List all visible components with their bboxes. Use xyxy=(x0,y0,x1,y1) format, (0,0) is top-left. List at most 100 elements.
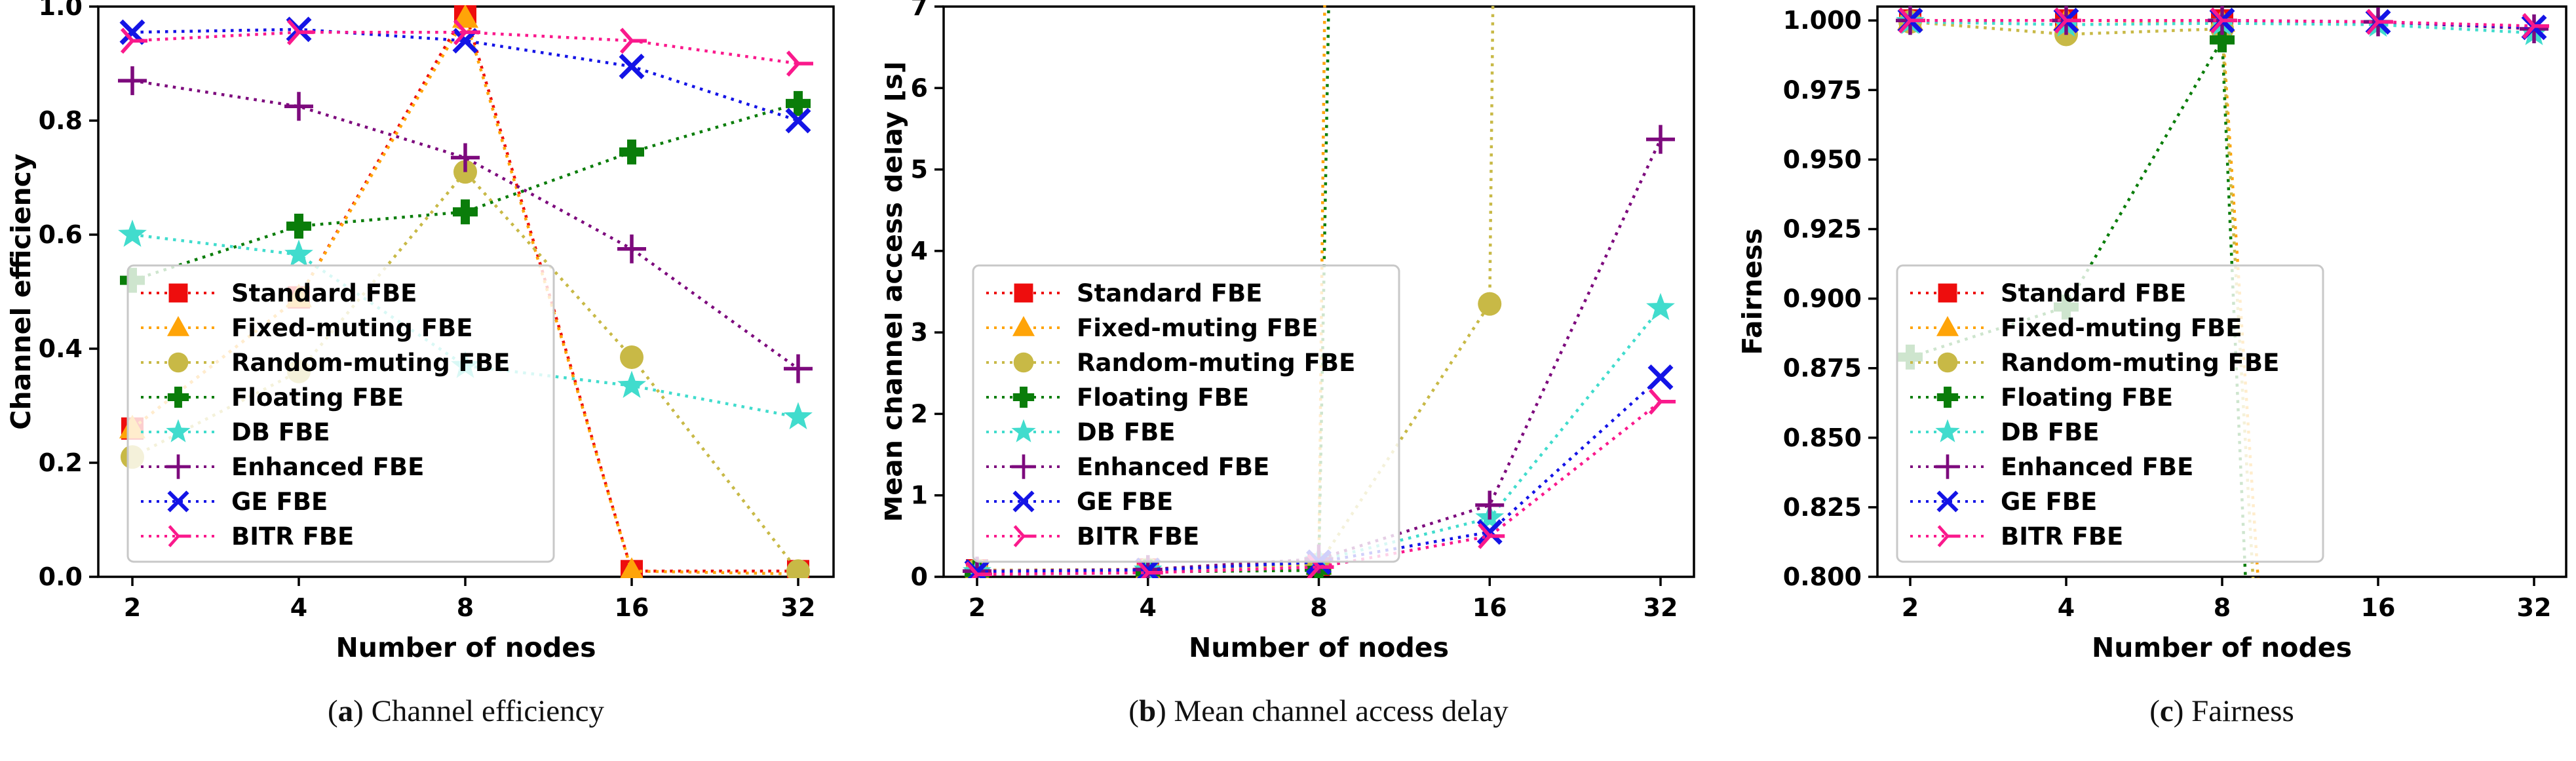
caption-c: (c) Fairness xyxy=(1796,675,2576,761)
series-line-db-fbe xyxy=(132,233,799,419)
circle-marker xyxy=(1478,292,1502,316)
plus-filled-marker xyxy=(619,139,644,165)
tri-right-marker xyxy=(120,28,147,54)
series-line-bitr-fbe xyxy=(132,30,799,66)
legend-item-label: Fixed-muting FBE xyxy=(2001,314,2242,342)
y-tick-label: 0.925 xyxy=(1783,215,1862,244)
series-line-floating-fbe xyxy=(1910,39,2247,578)
legend-box xyxy=(972,264,1400,563)
y-axis-label: Channel efficiency xyxy=(5,153,37,429)
caption-c-letter: c xyxy=(2159,694,2174,728)
circle-marker xyxy=(1013,352,1034,373)
y-tick-label: 0.8 xyxy=(39,106,83,135)
legend-item: DB FBE xyxy=(141,418,330,446)
series-line-enhanced-fbe xyxy=(132,79,799,370)
tri-right-marker xyxy=(2210,7,2237,34)
series-line-floating-fbe xyxy=(132,102,799,282)
legend-item: DB FBE xyxy=(1910,418,2100,446)
y-tick-label: 0.975 xyxy=(1783,75,1862,104)
legend-item-label: Standard FBE xyxy=(231,279,417,307)
x-tick-label: 8 xyxy=(2214,593,2231,622)
y-tick-label: 0.875 xyxy=(1783,354,1862,383)
star-marker xyxy=(1935,419,1960,442)
legend-item-label: GE FBE xyxy=(231,488,328,516)
tri-right-marker xyxy=(286,19,314,45)
tri-right-marker xyxy=(1648,388,1676,415)
x-tick-label: 2 xyxy=(124,593,141,622)
x-tick-label: 32 xyxy=(1644,593,1678,622)
plus-filled-marker xyxy=(2210,27,2235,52)
series-enhanced-fbe xyxy=(118,66,813,383)
x-tick-label: 4 xyxy=(290,593,307,622)
legend-item-label: Standard FBE xyxy=(2001,279,2186,307)
legend-item: Enhanced FBE xyxy=(1910,453,2193,481)
y-tick-label: 0.850 xyxy=(1783,423,1862,452)
x-tick-label: 32 xyxy=(781,593,816,622)
chart-c-fairness: 0.8000.8250.8500.8750.9000.9250.9500.975… xyxy=(1737,5,2567,663)
plus-filled-marker xyxy=(1936,386,1959,408)
plus-marker xyxy=(166,454,191,479)
caption-row: (a) Channel efficiency (b) Mean channel … xyxy=(0,675,2576,761)
x-marker xyxy=(785,107,811,134)
legend-item-label: Random-muting FBE xyxy=(2001,349,2279,377)
plus-marker xyxy=(118,66,147,96)
tri-right-marker xyxy=(1898,7,1925,34)
star-marker xyxy=(617,370,646,399)
legend-item: GE FBE xyxy=(141,488,328,516)
caption-c-close: ) xyxy=(2173,694,2184,728)
legend-item-label: Standard FBE xyxy=(1077,279,1262,307)
caption-b-close: ) xyxy=(1156,694,1166,728)
tri-right-marker xyxy=(2522,12,2549,39)
series-bitr-fbe xyxy=(1898,7,2549,39)
legend-item: Standard FBE xyxy=(1910,279,2186,307)
caption-c-open: ( xyxy=(2149,694,2160,728)
x-marker xyxy=(167,490,189,513)
y-tick-label: 0.900 xyxy=(1783,284,1862,313)
star-marker xyxy=(118,220,147,247)
circle-marker xyxy=(1937,352,1958,373)
tri-right-marker xyxy=(786,50,813,77)
legend-item: Enhanced FBE xyxy=(986,453,1269,481)
star-marker xyxy=(166,419,191,442)
legend-item-label: GE FBE xyxy=(1077,488,1173,516)
x-tick-label: 32 xyxy=(2517,593,2552,622)
plus-marker xyxy=(1646,125,1675,154)
y-tick-label: 0.4 xyxy=(39,334,83,363)
triangle-up-marker xyxy=(1936,316,1959,336)
y-tick-label: 0.0 xyxy=(39,562,83,591)
tri-right-marker xyxy=(453,19,480,45)
legend-item: Random-muting FBE xyxy=(141,349,510,377)
tri-right-marker xyxy=(2054,7,2081,34)
plus-marker xyxy=(1935,454,1960,479)
legend-item: Standard FBE xyxy=(141,279,417,307)
tri-right-marker xyxy=(965,561,992,578)
plus-marker xyxy=(784,354,813,383)
series-floating-fbe xyxy=(120,90,811,293)
y-axis-label: Fairness xyxy=(1737,228,1768,355)
y-tick-label: 0 xyxy=(911,562,928,591)
y-tick-label: 1 xyxy=(911,481,928,510)
triangle-up-marker xyxy=(167,316,189,336)
y-tick-label: 7 xyxy=(911,0,928,21)
x-tick-label: 16 xyxy=(2361,593,2396,622)
series-line-db-fbe xyxy=(976,307,1662,574)
square-marker xyxy=(168,283,188,303)
legend-item: Fixed-muting FBE xyxy=(986,314,1318,342)
plus-marker xyxy=(1475,490,1505,520)
y-tick-label: 0.6 xyxy=(39,220,83,249)
legend-item: Random-muting FBE xyxy=(1910,349,2279,377)
star-marker xyxy=(1646,292,1675,321)
y-tick-label: 1.0 xyxy=(39,0,83,21)
y-tick-label: 6 xyxy=(911,73,928,102)
legend-item-label: DB FBE xyxy=(231,418,330,446)
plus-filled-marker xyxy=(167,386,189,408)
legend-item: GE FBE xyxy=(1910,488,2097,516)
